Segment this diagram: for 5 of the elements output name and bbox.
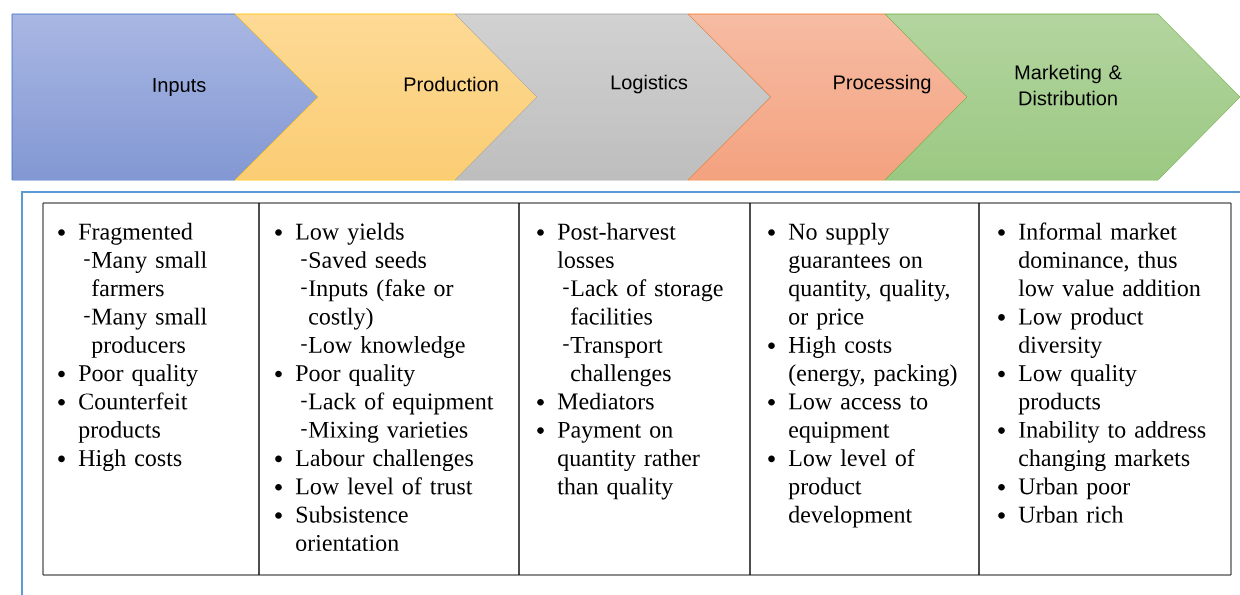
table-cell: No supply guarantees on quantity, quality, or price High costs (energy, packing) Low access to equipment Low level of product development bbox=[749, 202, 980, 576]
table-cell: Fragmented Many small farmers Many small producers Poor quality Counterfeit products High costs bbox=[42, 202, 260, 576]
table-cell: Informal market dominance, thus low value addition Low product diversity Low quality products Inability to address changing markets Urban poor Urban rich bbox=[978, 202, 1232, 576]
table-cell: Low yields Saved seeds Inputs (fake or costly) Low knowledge Poor quality Lack of equipment Mixing varieties Labour challenges Low level of trust Subsistence orientation bbox=[258, 202, 520, 576]
table-cell: Post-harvest losses Lack of storage facilities Transport challenges Mediators Payment on quantity rather than quality bbox=[518, 202, 751, 576]
